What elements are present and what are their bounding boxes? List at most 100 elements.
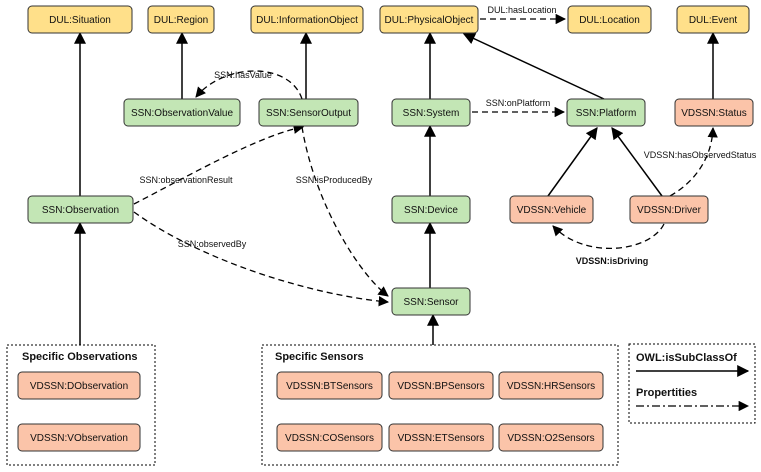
node-label: VDSSN:Driver	[637, 205, 702, 216]
node-vdssn-dobservation: VDSSN:DObservation	[17, 371, 141, 400]
node-box	[276, 423, 383, 452]
node-box	[27, 195, 134, 224]
node-vdssn-driver: VDSSN:Driver	[629, 195, 709, 224]
node-label: SSN:System	[403, 108, 460, 119]
node-vdssn-vehicle: VDSSN:Vehicle	[509, 195, 594, 224]
legend-properties-label: Propertities	[636, 387, 697, 399]
node-box	[258, 98, 359, 127]
label-is-driving: VDSSN:isDriving	[576, 256, 649, 266]
edge-observed-by	[133, 211, 390, 307]
node-box	[391, 195, 471, 224]
node-vdssn-vobservation: VDSSN:VObservation	[17, 423, 141, 452]
node-dul-physicalobject: DUL:PhysicalObject	[379, 5, 479, 34]
node-label: VDSSN:BTSensors	[286, 381, 373, 392]
node-box	[498, 371, 604, 400]
node-label: VDSSN:ETSensors	[398, 433, 485, 444]
node-label: VDSSN:HRSensors	[507, 381, 595, 392]
node-ssn-observation: SSN:Observation	[27, 195, 134, 224]
node-label: DUL:InformationObject	[256, 15, 358, 26]
node-box	[147, 5, 215, 34]
node-box	[27, 5, 133, 34]
node-ssn-system: SSN:System	[391, 98, 471, 127]
edge-vehicle-platform	[547, 127, 598, 197]
property-edges	[133, 13, 718, 307]
node-label: VDSSN:BPSensors	[397, 381, 484, 392]
nodes-layer: DUL:Situation DUL:Region DUL:InformationOb…	[17, 5, 754, 452]
group-specific-observations-title: Specific Observations	[22, 351, 138, 363]
node-box	[276, 371, 383, 400]
node-label: SSN:Device	[404, 205, 458, 216]
node-vdssn-btsensors: VDSSN:BTSensors	[276, 371, 383, 400]
node-label: VDSSN:DObservation	[30, 381, 128, 392]
label-has-location: DUL:hasLocation	[487, 5, 556, 15]
group-specific-observations: Specific Observations	[6, 344, 156, 466]
node-label: VDSSN:Status	[681, 108, 747, 119]
subclass-edges	[74, 31, 719, 345]
node-ssn-sensoroutput: SSN:SensorOutput	[258, 98, 359, 127]
node-box	[509, 195, 594, 224]
edge-driver-platform	[611, 127, 663, 197]
node-box	[676, 5, 750, 34]
node-vdssn-hrsensors: VDSSN:HRSensors	[498, 371, 604, 400]
node-ssn-sensor: SSN:Sensor	[391, 287, 471, 316]
node-box	[566, 98, 646, 127]
legend-subclass-label: OWL:isSubClassOf	[636, 352, 737, 364]
node-box	[391, 287, 471, 316]
edge-has-value	[195, 70, 303, 100]
node-vdssn-o2sensors: VDSSN:O2Sensors	[498, 423, 604, 452]
node-box	[123, 98, 241, 127]
label-on-platform: SSN:onPlatform	[486, 98, 551, 108]
label-observed-by: SSN:observedBy	[178, 239, 247, 249]
label-has-observed-status: VDSSN:hasObservedStatus	[644, 150, 757, 160]
node-label: DUL:Location	[579, 15, 640, 26]
node-label: SSN:Observation	[42, 205, 119, 216]
node-vdssn-bpsensors: VDSSN:BPSensors	[388, 371, 494, 400]
node-ssn-platform: SSN:Platform	[566, 98, 646, 127]
node-label: VDSSN:VObservation	[30, 433, 128, 444]
node-dul-situation: DUL:Situation	[27, 5, 133, 34]
node-dul-event: DUL:Event	[676, 5, 750, 34]
edge-is-produced-by	[301, 126, 389, 297]
edge-platform-physicalobject	[462, 33, 605, 100]
node-label: DUL:Situation	[49, 15, 111, 26]
node-label: SSN:Sensor	[403, 297, 459, 308]
node-box	[674, 98, 754, 127]
group-specific-sensors-title: Specific Sensors	[275, 351, 364, 363]
node-label: DUL:PhysicalObject	[385, 15, 474, 26]
node-box	[379, 5, 479, 34]
node-ssn-device: SSN:Device	[391, 195, 471, 224]
node-box	[388, 371, 494, 400]
node-box	[498, 423, 604, 452]
node-label: DUL:Region	[154, 15, 208, 26]
node-vdssn-cosensors: VDSSN:COSensors	[276, 423, 383, 452]
label-has-value: SSN:hasValue	[214, 70, 272, 80]
node-dul-region: DUL:Region	[147, 5, 215, 34]
node-label: DUL:Event	[689, 15, 738, 26]
node-dul-location: DUL:Location	[567, 5, 652, 34]
node-vdssn-etsensors: VDSSN:ETSensors	[388, 423, 494, 452]
legend: OWL:isSubClassOf Propertities	[628, 343, 756, 424]
node-label: VDSSN:O2Sensors	[507, 433, 594, 444]
node-box	[250, 5, 364, 34]
node-box	[391, 98, 471, 127]
node-label: VDSSN:COSensors	[285, 433, 374, 444]
node-vdssn-status: VDSSN:Status	[674, 98, 754, 127]
node-label: VDSSN:Vehicle	[517, 205, 587, 216]
node-ssn-observationvalue: SSN:ObservationValue	[123, 98, 241, 127]
node-label: SSN:SensorOutput	[266, 108, 351, 119]
edge-is-driving	[552, 223, 665, 249]
label-is-produced-by: SSN:isProducedBy	[296, 175, 373, 185]
node-box	[17, 371, 141, 400]
edge-has-observed-status	[669, 126, 718, 197]
node-box	[17, 423, 141, 452]
node-box	[567, 5, 652, 34]
node-dul-informationobject: DUL:InformationObject	[250, 5, 364, 34]
node-label: SSN:Platform	[576, 108, 637, 119]
node-box	[629, 195, 709, 224]
node-box	[388, 423, 494, 452]
group-specific-sensors: Specific Sensors	[261, 344, 619, 466]
label-observation-result: SSN:observationResult	[139, 175, 233, 185]
node-label: SSN:ObservationValue	[131, 108, 234, 119]
